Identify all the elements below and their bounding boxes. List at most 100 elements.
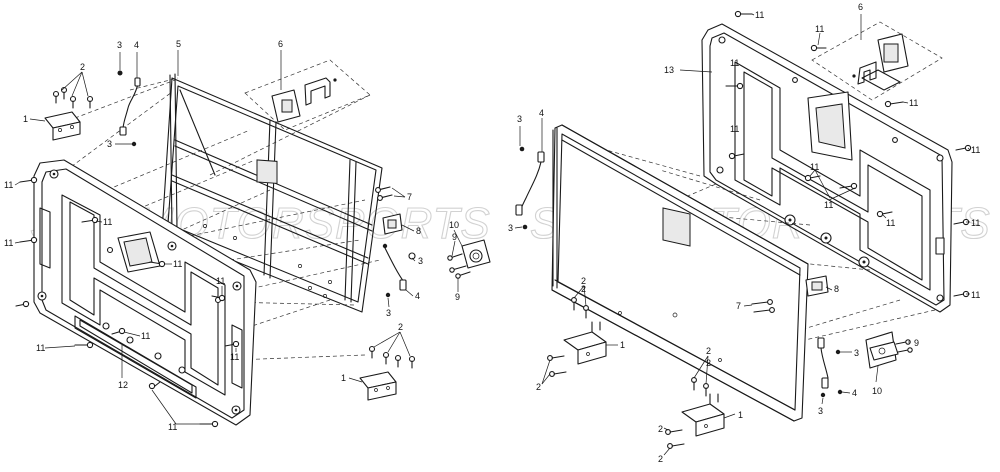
bolt-icon	[728, 152, 745, 160]
right-leader-lines	[514, 13, 971, 456]
screw-icon	[368, 345, 376, 359]
screw-icon	[60, 86, 68, 100]
callout-11: 11	[824, 200, 833, 210]
callout-7: 7	[736, 301, 741, 311]
callout-2: 2	[398, 322, 403, 332]
callout-4: 4	[852, 388, 857, 398]
callout-11: 11	[971, 218, 980, 228]
left-exploded-view: 2 1 3 4 5 6 3 7 8 3 3 4 11 11 11 11 11 1…	[4, 39, 491, 432]
callout-11: 11	[230, 352, 239, 362]
callout-1: 1	[23, 114, 28, 124]
callout-10: 10	[449, 220, 459, 230]
cable-top-left	[117, 70, 141, 147]
screw-icon	[52, 90, 60, 104]
screw-icon	[751, 299, 773, 305]
callout-2: 2	[80, 62, 85, 72]
bolt-icon	[15, 300, 30, 308]
callout-11-bottom: 11	[168, 422, 177, 432]
callout-11: 11	[815, 24, 824, 34]
callout-11: 11	[755, 10, 764, 20]
right-exploded-view: 11 6 11 13 11 11 11 11 11 11 11 11 11 3 …	[508, 2, 980, 464]
callout-11: 11	[886, 218, 895, 228]
callout-11: 11	[730, 58, 739, 68]
screw-icon	[382, 351, 390, 365]
screw-icon	[583, 305, 589, 319]
bolt-icon	[199, 420, 219, 428]
callout-1: 1	[620, 340, 625, 350]
callout-11: 11	[971, 145, 980, 155]
callout-4: 4	[539, 108, 544, 118]
bolt-icon	[734, 10, 753, 18]
callout-2: 2	[536, 382, 541, 392]
callout-11: 11	[173, 259, 182, 269]
callout-11: 11	[4, 180, 13, 190]
callout-8: 8	[834, 284, 839, 294]
bolt-icon	[884, 100, 904, 108]
bolts-left-panel	[15, 176, 240, 428]
callout-2: 2	[658, 424, 663, 434]
tailgate-inner-panel-right	[701, 23, 953, 313]
screw-icon	[703, 383, 709, 397]
callout-3: 3	[818, 406, 823, 416]
hinge-bracket-mid-right	[547, 297, 607, 377]
left-leader-lines	[14, 50, 463, 425]
callout-2: 2	[658, 454, 663, 464]
bolt-icon	[224, 340, 240, 348]
handle-assembly-left	[244, 59, 371, 131]
callout-3: 3	[854, 348, 859, 358]
callout-2: 2	[581, 284, 586, 294]
screw-icon	[547, 355, 565, 361]
bolt-icon	[810, 44, 827, 52]
callout-11: 11	[810, 162, 819, 172]
left-callouts: 2 1 3 4 5 6 3 7 8 3 3 4 11 11 11 11 11 1…	[4, 39, 460, 390]
callout-3: 3	[517, 114, 522, 124]
callout-11: 11	[216, 276, 225, 286]
callout-2-extra: 2	[706, 358, 711, 368]
callout-13: 13	[664, 65, 674, 75]
latch-parts-right	[751, 275, 913, 398]
callout-8: 8	[416, 226, 421, 236]
screw-icon	[753, 307, 775, 313]
inner-frame-right	[551, 124, 809, 422]
screw-icon	[408, 355, 416, 369]
callout-11: 11	[909, 98, 918, 108]
callout-11: 11	[971, 290, 980, 300]
screw-icon	[667, 443, 685, 449]
screw-icon	[897, 347, 913, 353]
callout-5: 5	[176, 39, 181, 49]
callout-6: 6	[858, 2, 863, 12]
callout-4: 4	[415, 291, 420, 301]
callout-11: 11	[4, 238, 13, 248]
callout-12: 12	[118, 380, 128, 390]
callout-10: 10	[872, 386, 882, 396]
callout-3: 3	[418, 256, 423, 266]
callout-9: 9	[452, 232, 457, 242]
screw-icon	[86, 95, 94, 109]
screw-icon	[549, 371, 567, 377]
screw-icon	[691, 377, 697, 391]
handle-assembly-right	[811, 21, 943, 101]
bolt-icon	[148, 381, 161, 390]
right-callouts: 11 6 11 13 11 11 11 11 11 11 11 11 11 3 …	[508, 2, 980, 464]
callout-11: 11	[141, 331, 150, 341]
bolt-icon	[725, 82, 744, 90]
callout-9: 9	[455, 292, 460, 302]
screw-icon	[377, 194, 393, 201]
bolt-icon	[876, 210, 893, 218]
latch-parts-left	[375, 186, 491, 298]
callout-11: 11	[36, 343, 45, 353]
inner-frame-left	[161, 73, 383, 313]
bolt-icon	[19, 236, 38, 244]
callout-2: 2	[706, 346, 711, 356]
callout-6: 6	[278, 39, 283, 49]
bolt-icon	[111, 327, 126, 335]
screw-icon	[375, 186, 391, 193]
callout-3: 3	[107, 139, 112, 149]
hinge-bracket-top-left	[44, 111, 81, 141]
screw-icon	[449, 265, 467, 273]
callout-1: 1	[341, 373, 346, 383]
callout-1: 1	[738, 410, 743, 420]
callout-3: 3	[386, 308, 391, 318]
hinge-bracket-bottom-right	[665, 377, 725, 449]
